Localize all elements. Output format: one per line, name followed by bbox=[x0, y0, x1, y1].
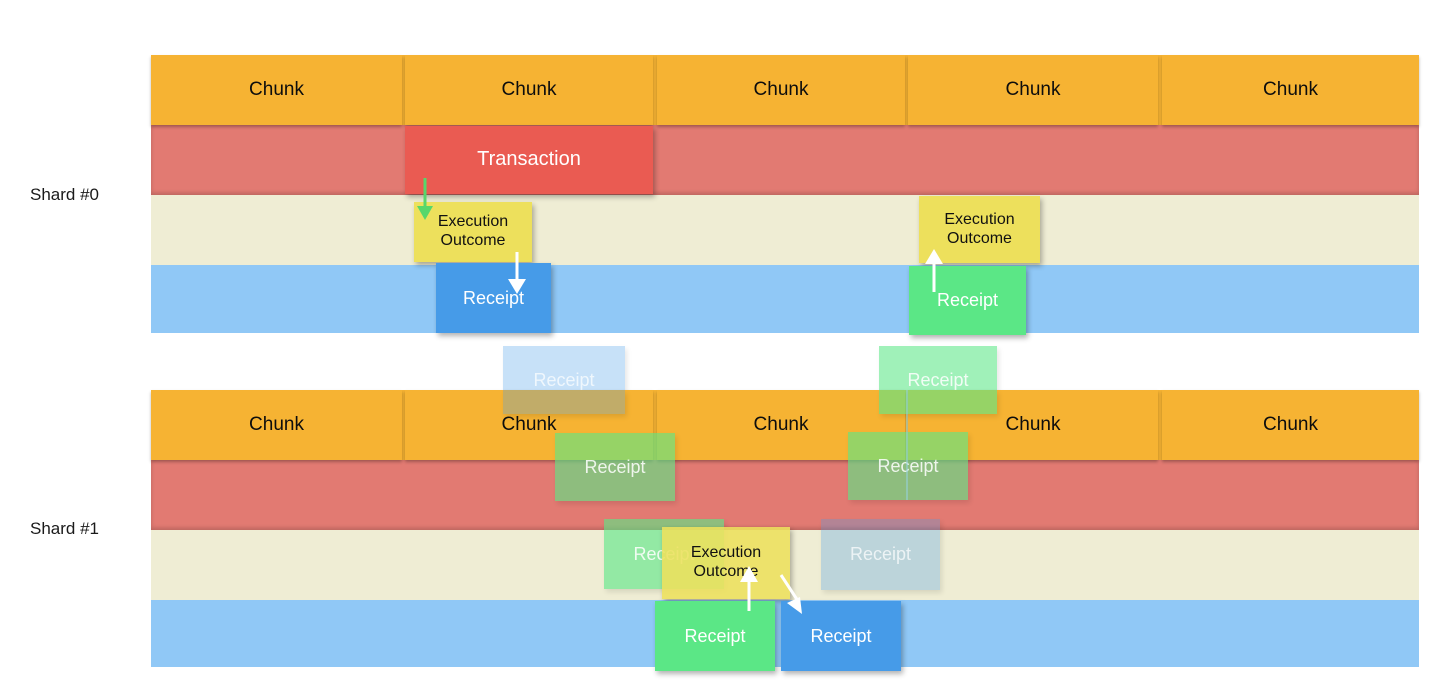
chunk-label: Chunk bbox=[1005, 414, 1061, 435]
receipt-label: Receipt bbox=[584, 456, 646, 477]
receipt-label: Receipt bbox=[810, 625, 872, 646]
receipt-box-green[interactable]: Receipt bbox=[909, 266, 1026, 335]
execution-outcome-line1: Execution bbox=[437, 213, 509, 231]
shard-1-transaction-band bbox=[151, 460, 1419, 530]
shard-0-chunk-2[interactable]: Chunk bbox=[657, 55, 905, 125]
receipt-label: Receipt bbox=[907, 369, 969, 390]
receipt-ghost-blue-low[interactable]: Receipt bbox=[821, 519, 940, 590]
arrow-outcome-to-receipt-icon bbox=[508, 252, 526, 294]
chunk-label: Chunk bbox=[753, 79, 809, 100]
chunk-label: Chunk bbox=[753, 414, 809, 435]
chunk-label: Chunk bbox=[501, 414, 557, 435]
execution-outcome-box-3[interactable]: Execution Outcome bbox=[662, 527, 790, 599]
arrow-outcome-to-receipt-shard1-icon bbox=[779, 574, 802, 614]
arrow-receipt-to-outcome-shard1-icon bbox=[740, 566, 758, 611]
receipt-connector-line bbox=[906, 390, 908, 500]
shard-0-label: Shard #0 bbox=[30, 185, 99, 204]
arrow-transaction-to-outcome-icon bbox=[417, 178, 433, 220]
chunk-label: Chunk bbox=[1263, 414, 1318, 435]
execution-outcome-line2: Outcome bbox=[693, 563, 759, 580]
transaction-label: Transaction bbox=[477, 148, 581, 171]
chunk-label: Chunk bbox=[1005, 79, 1061, 100]
receipt-label: Receipt bbox=[462, 287, 525, 308]
receipt-ghost-green-top-overlay bbox=[879, 390, 997, 414]
execution-outcome-line2: Outcome bbox=[440, 232, 506, 249]
receipt-ghost-blue-top-overlay bbox=[503, 390, 625, 414]
shard-0-chunk-3[interactable]: Chunk bbox=[908, 55, 1158, 125]
execution-outcome-line2: Outcome bbox=[947, 229, 1012, 247]
shard-1-chunk-0[interactable]: Chunk bbox=[151, 390, 402, 460]
receipt-ghost-green-mid-a[interactable]: Receipt bbox=[555, 433, 675, 501]
shard-0-chunk-4[interactable]: Chunk bbox=[1162, 55, 1419, 125]
receipt-label: Receipt bbox=[849, 544, 912, 565]
chunk-label: Chunk bbox=[1263, 79, 1318, 100]
receipt-box-green-2[interactable]: Receipt bbox=[655, 601, 775, 671]
shard-0-receipt-band bbox=[151, 265, 1419, 333]
receipt-label: Receipt bbox=[877, 455, 939, 476]
receipt-box-blue[interactable]: Receipt bbox=[436, 263, 551, 333]
chunk-label: Chunk bbox=[249, 414, 304, 435]
receipt-label: Receipt bbox=[936, 290, 999, 311]
chunk-label: Chunk bbox=[249, 79, 304, 100]
shard-0-chunk-1[interactable]: Chunk bbox=[405, 55, 653, 125]
transaction-box[interactable]: Transaction bbox=[405, 126, 653, 194]
receipt-label: Receipt bbox=[533, 369, 595, 390]
shard-0-transaction-band bbox=[151, 125, 1419, 195]
execution-outcome-box-2[interactable]: Execution Outcome bbox=[919, 196, 1040, 263]
shard-0-execution-outcome-band bbox=[151, 195, 1419, 265]
receipt-ghost-green-mid-b[interactable]: Receipt bbox=[848, 432, 968, 500]
shard-0-chunk-0[interactable]: Chunk bbox=[151, 55, 402, 125]
receipt-label: Receipt bbox=[684, 625, 746, 646]
execution-outcome-line1: Execution bbox=[944, 210, 1015, 228]
chunk-label: Chunk bbox=[501, 79, 557, 100]
execution-outcome-box[interactable]: Execution Outcome bbox=[414, 202, 532, 262]
arrow-receipt-to-outcome-right-icon bbox=[925, 249, 943, 292]
shard-1-label: Shard #1 bbox=[30, 519, 99, 538]
shard-1-chunk-4[interactable]: Chunk bbox=[1162, 390, 1419, 460]
execution-outcome-line1: Execution bbox=[690, 544, 762, 562]
